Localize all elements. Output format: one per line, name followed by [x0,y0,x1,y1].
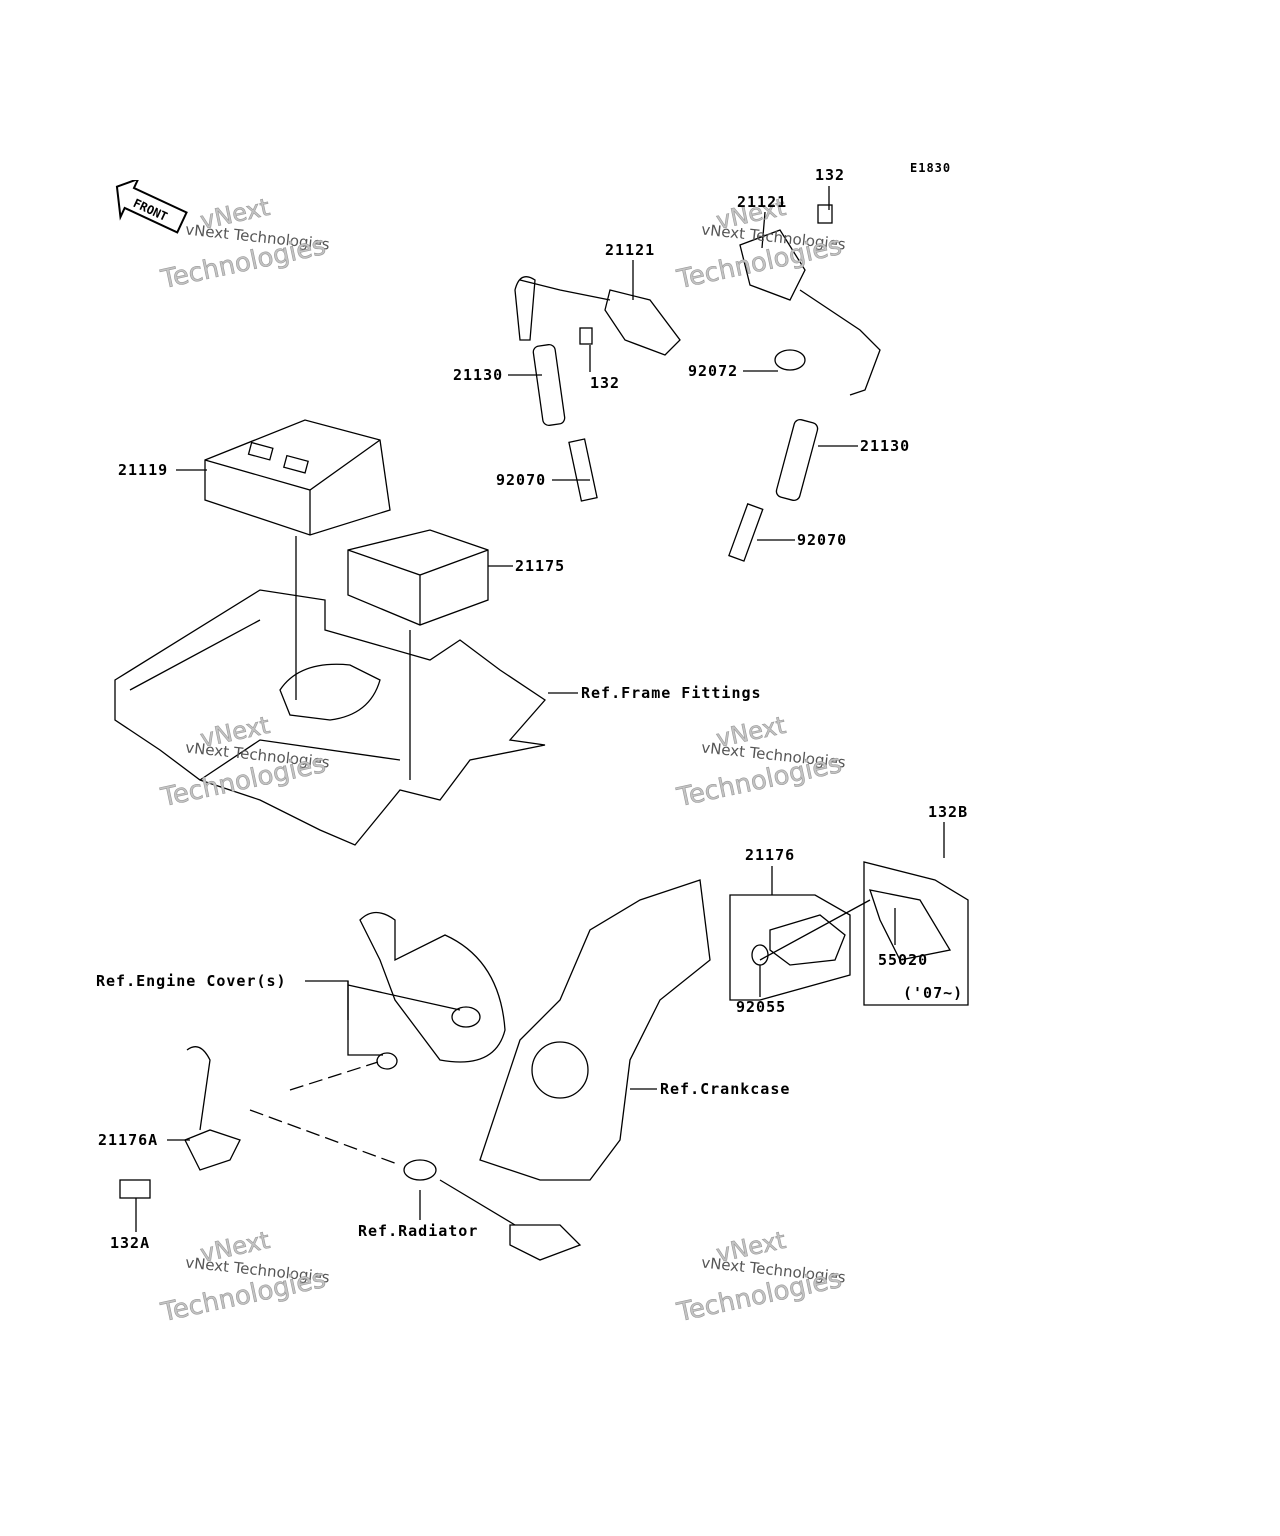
front-arrow-icon: FRONT [108,177,188,234]
part-label-132A[interactable]: 132A [110,1234,151,1252]
part-label-132B[interactable]: 132B [928,803,969,821]
ecu-21119-drawing [204,419,391,536]
ref-radiator[interactable]: Ref.Radiator [358,1222,479,1240]
part-label-21176A[interactable]: 21176A [98,1131,159,1149]
part-label-21176[interactable]: 21176 [745,846,796,864]
part-label-21130[interactable]: 21130 [453,366,504,384]
part-label-92055[interactable]: 92055 [736,998,787,1016]
part-label-132[interactable]: 132 [590,374,621,392]
part-label-21175[interactable]: 21175 [515,557,566,575]
part-label-92072[interactable]: 92072 [688,362,739,380]
ref-frame-fittings[interactable]: Ref.Frame Fittings [581,684,762,702]
part-label-92070[interactable]: 92070 [797,531,848,549]
frame-tray-drawing [114,589,546,846]
leader-lines [135,186,969,1232]
ref-engine-cover[interactable]: Ref.Engine Cover(s) [96,972,287,990]
engine-parts-drawing [119,879,952,1261]
part-label-92070[interactable]: 92070 [496,471,547,489]
ignition-coils-drawing [514,204,881,562]
part-label-21119[interactable]: 21119 [118,461,169,479]
unit-21175-drawing [347,529,489,626]
part-label-132[interactable]: 132 [815,166,846,184]
ref-crankcase[interactable]: Ref.Crankcase [660,1080,791,1098]
part-label-21130[interactable]: 21130 [860,437,911,455]
year-note: ('07~) [903,984,964,1002]
diagram-code: E1830 [910,161,952,175]
part-label-21121[interactable]: 21121 [605,241,656,259]
part-label-21121[interactable]: 21121 [737,193,788,211]
part-label-55020[interactable]: 55020 [878,951,929,969]
